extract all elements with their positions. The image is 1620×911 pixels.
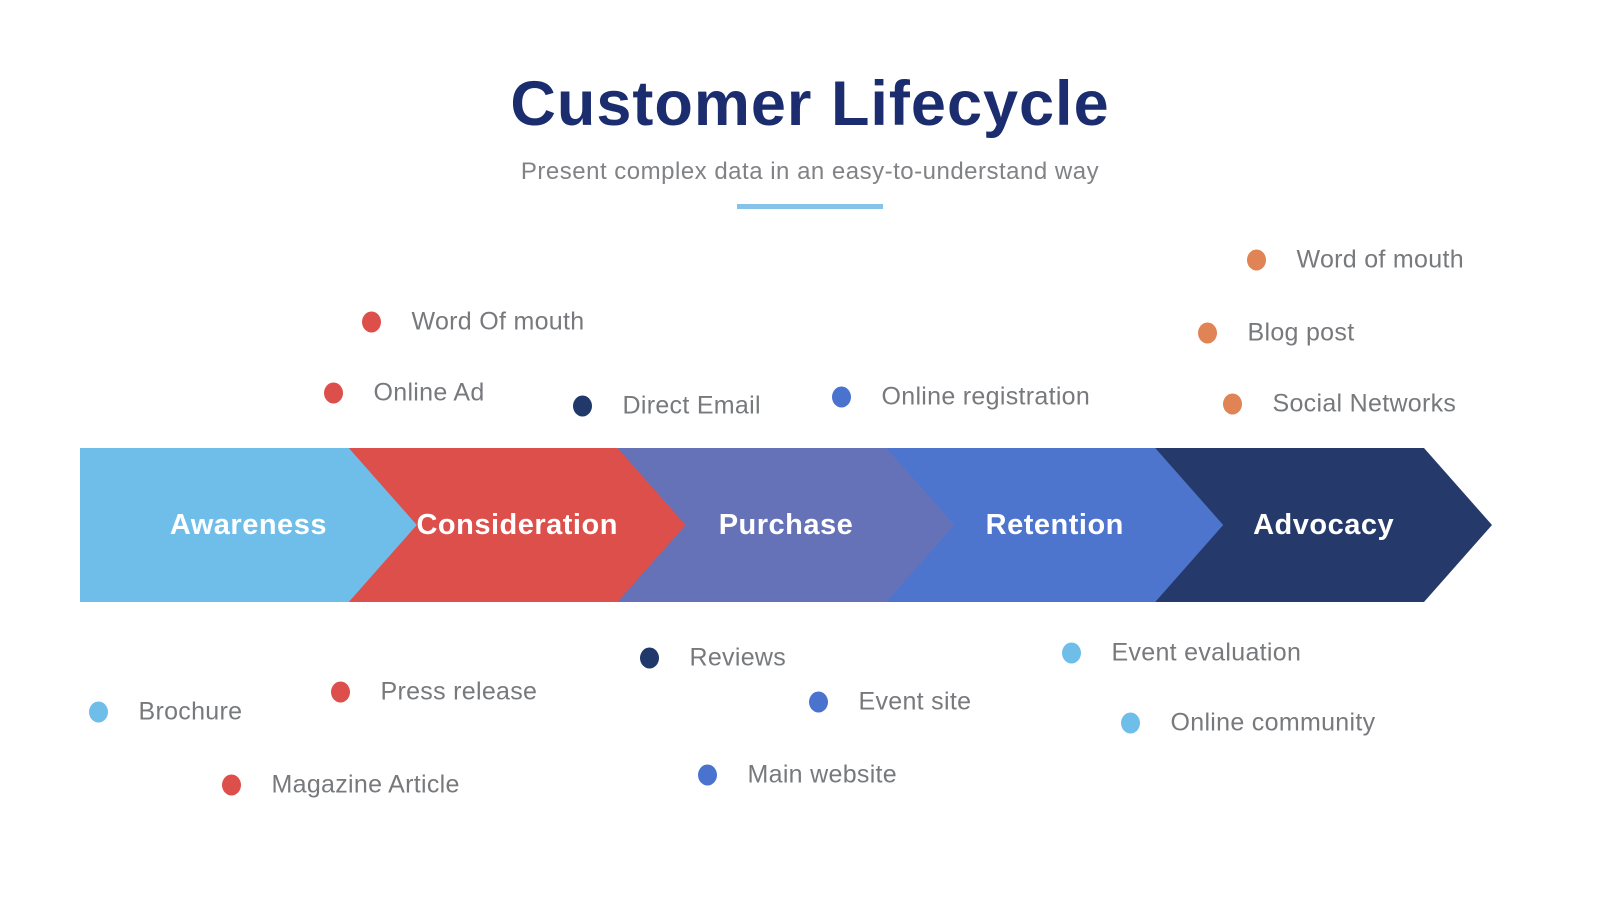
touchpoint-label: Brochure [138, 697, 243, 726]
touchpoint-label: Online Ad [373, 378, 485, 407]
touchpoint-label: Social Networks [1272, 389, 1457, 418]
touchpoint-label: Press release [380, 677, 538, 706]
touchpoint-label: Magazine Article [271, 770, 460, 799]
touchpoint-label: Event site [858, 687, 972, 716]
dot-icon [639, 647, 659, 669]
touchpoint-event-site: Event site [808, 687, 972, 717]
page-title: Customer Lifecycle [510, 69, 1110, 139]
stage-label: Consideration [416, 508, 618, 541]
touchpoint-event-evaluation: Event evaluation [1061, 638, 1302, 668]
dot-icon [1120, 712, 1140, 734]
touchpoint-label: Event evaluation [1111, 638, 1302, 667]
dot-icon [831, 386, 851, 408]
touchpoint-magazine-article: Magazine Article [221, 770, 460, 800]
dot-icon [697, 764, 717, 786]
stage-awareness: Awareness [80, 448, 417, 602]
dot-icon [361, 311, 381, 333]
dot-icon [1197, 322, 1217, 344]
touchpoint-reviews: Reviews [639, 643, 787, 673]
stage-label: Retention [985, 508, 1124, 541]
touchpoint-social-networks: Social Networks [1222, 389, 1457, 419]
touchpoint-label: Online registration [881, 382, 1091, 411]
touchpoint-label: Word Of mouth [411, 307, 585, 336]
touchpoint-brochure: Brochure [88, 697, 243, 727]
touchpoint-direct-email: Direct Email [572, 391, 761, 421]
dot-icon [221, 774, 241, 796]
dot-icon [88, 701, 108, 723]
title-underline-divider [737, 204, 883, 209]
stage-label: Purchase [718, 508, 854, 541]
touchpoint-label: Reviews [689, 643, 787, 672]
touchpoint-word-of-mouth: Word Of mouth [361, 307, 585, 337]
stage-label: Advocacy [1253, 508, 1395, 541]
touchpoint-label: Blog post [1247, 318, 1355, 347]
dot-icon [808, 691, 828, 713]
touchpoint-label: Word of mouth [1296, 245, 1464, 274]
touchpoint-label: Online community [1170, 708, 1376, 737]
touchpoint-blog-post: Blog post [1197, 318, 1355, 348]
touchpoint-label: Main website [747, 760, 897, 789]
touchpoint-word-of-mouth: Word of mouth [1246, 245, 1464, 275]
dot-icon [323, 382, 343, 404]
dot-icon [1061, 642, 1081, 664]
touchpoint-online-ad: Online Ad [323, 378, 485, 408]
touchpoint-online-community: Online community [1120, 708, 1376, 738]
touchpoint-online-registration: Online registration [831, 382, 1091, 412]
touchpoint-press-release: Press release [330, 677, 538, 707]
page-subtitle: Present complex data in an easy-to-under… [520, 158, 1100, 185]
touchpoint-label: Direct Email [622, 391, 761, 420]
touchpoint-main-website: Main website [697, 760, 898, 790]
stage-label: Awareness [169, 508, 327, 541]
dot-icon [1246, 249, 1266, 271]
dot-icon [1222, 393, 1242, 415]
dot-icon [572, 395, 592, 417]
dot-icon [330, 681, 350, 703]
